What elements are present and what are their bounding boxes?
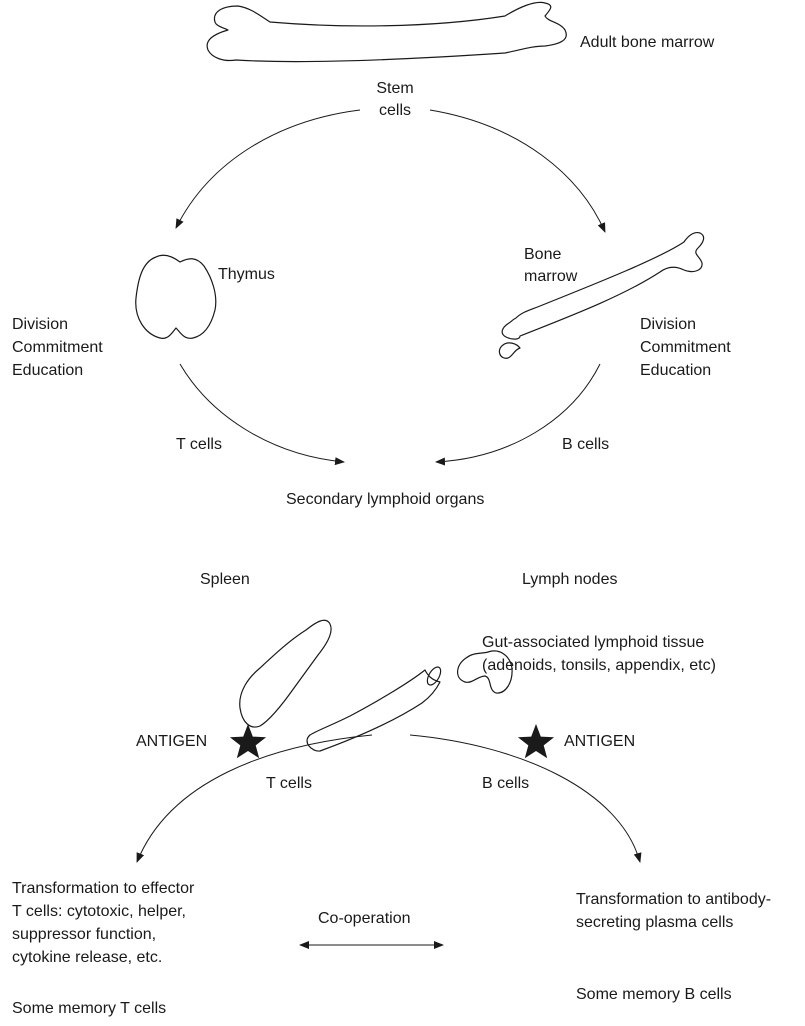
thymus-label: Thymus [218, 266, 275, 283]
galt-label-line1: Gut-associated lymphoid tissue [482, 634, 705, 651]
arrow-stem-to-bone-marrow [429, 109, 606, 233]
t-effector-line4: cytokine release, etc. [12, 949, 163, 966]
arrow-stem-to-thymus [175, 109, 361, 229]
stem-cells-label-line2: cells [378, 102, 411, 119]
antigen-right-label: ANTIGEN [564, 733, 636, 750]
bone-marrow-shape [501, 231, 705, 340]
arrow-thymus-to-secondary [179, 363, 345, 466]
b-cells-lower-label: B cells [482, 775, 530, 792]
lymph-nodes-label: Lymph nodes [522, 571, 618, 588]
arrow-antigen-b-cells [409, 734, 642, 863]
co-operation-label: Co-operation [318, 910, 411, 927]
star-icon [517, 724, 555, 759]
t-effector-line3: suppressor function, [12, 926, 157, 943]
right-process-education: Education [640, 362, 712, 379]
t-effector-line2: T cells: cytotoxic, helper, [12, 903, 186, 920]
left-process-education: Education [12, 362, 84, 379]
spleen-shape [239, 619, 332, 728]
star-icon [229, 724, 267, 759]
t-cells-lower-label: T cells [266, 775, 312, 792]
b-plasma-line1: Transformation to antibody- [576, 891, 772, 908]
arrow-bone-marrow-to-secondary [435, 363, 601, 466]
galt-label-line2: (adenoids, tonsils, appendix, etc) [482, 657, 716, 674]
secondary-lymphoid-organs-label: Secondary lymphoid organs [286, 491, 485, 508]
t-cells-upper-label: T cells [176, 436, 222, 453]
memory-b-cells-label: Some memory B cells [576, 986, 732, 1003]
arrow-antigen-t-cells [136, 734, 373, 863]
memory-t-cells-label: Some memory T cells [12, 1000, 167, 1017]
b-cells-upper-label: B cells [562, 436, 610, 453]
right-process-commitment: Commitment [640, 339, 731, 356]
gut-tube-opening [426, 666, 442, 686]
gut-tube-shape [306, 669, 441, 752]
spleen-label: Spleen [200, 571, 250, 588]
lymph-node-shape [457, 650, 513, 694]
left-process-division: Division [12, 316, 69, 333]
bone-marrow-label-line2: marrow [524, 268, 578, 285]
thymus-shape [135, 254, 217, 339]
bone-marrow-knob [498, 342, 521, 359]
antigen-left-label: ANTIGEN [136, 733, 208, 750]
b-plasma-line2: secreting plasma cells [576, 914, 734, 931]
left-process-commitment: Commitment [12, 339, 103, 356]
adult-bone-marrow-label: Adult bone marrow [580, 34, 715, 51]
bone-marrow-label-line1: Bone [524, 246, 562, 263]
right-process-division: Division [640, 316, 697, 333]
t-effector-line1: Transformation to effector [12, 880, 195, 897]
adult-bone-marrow-shape [206, 1, 567, 63]
stem-cells-label-line1: Stem [376, 80, 414, 97]
